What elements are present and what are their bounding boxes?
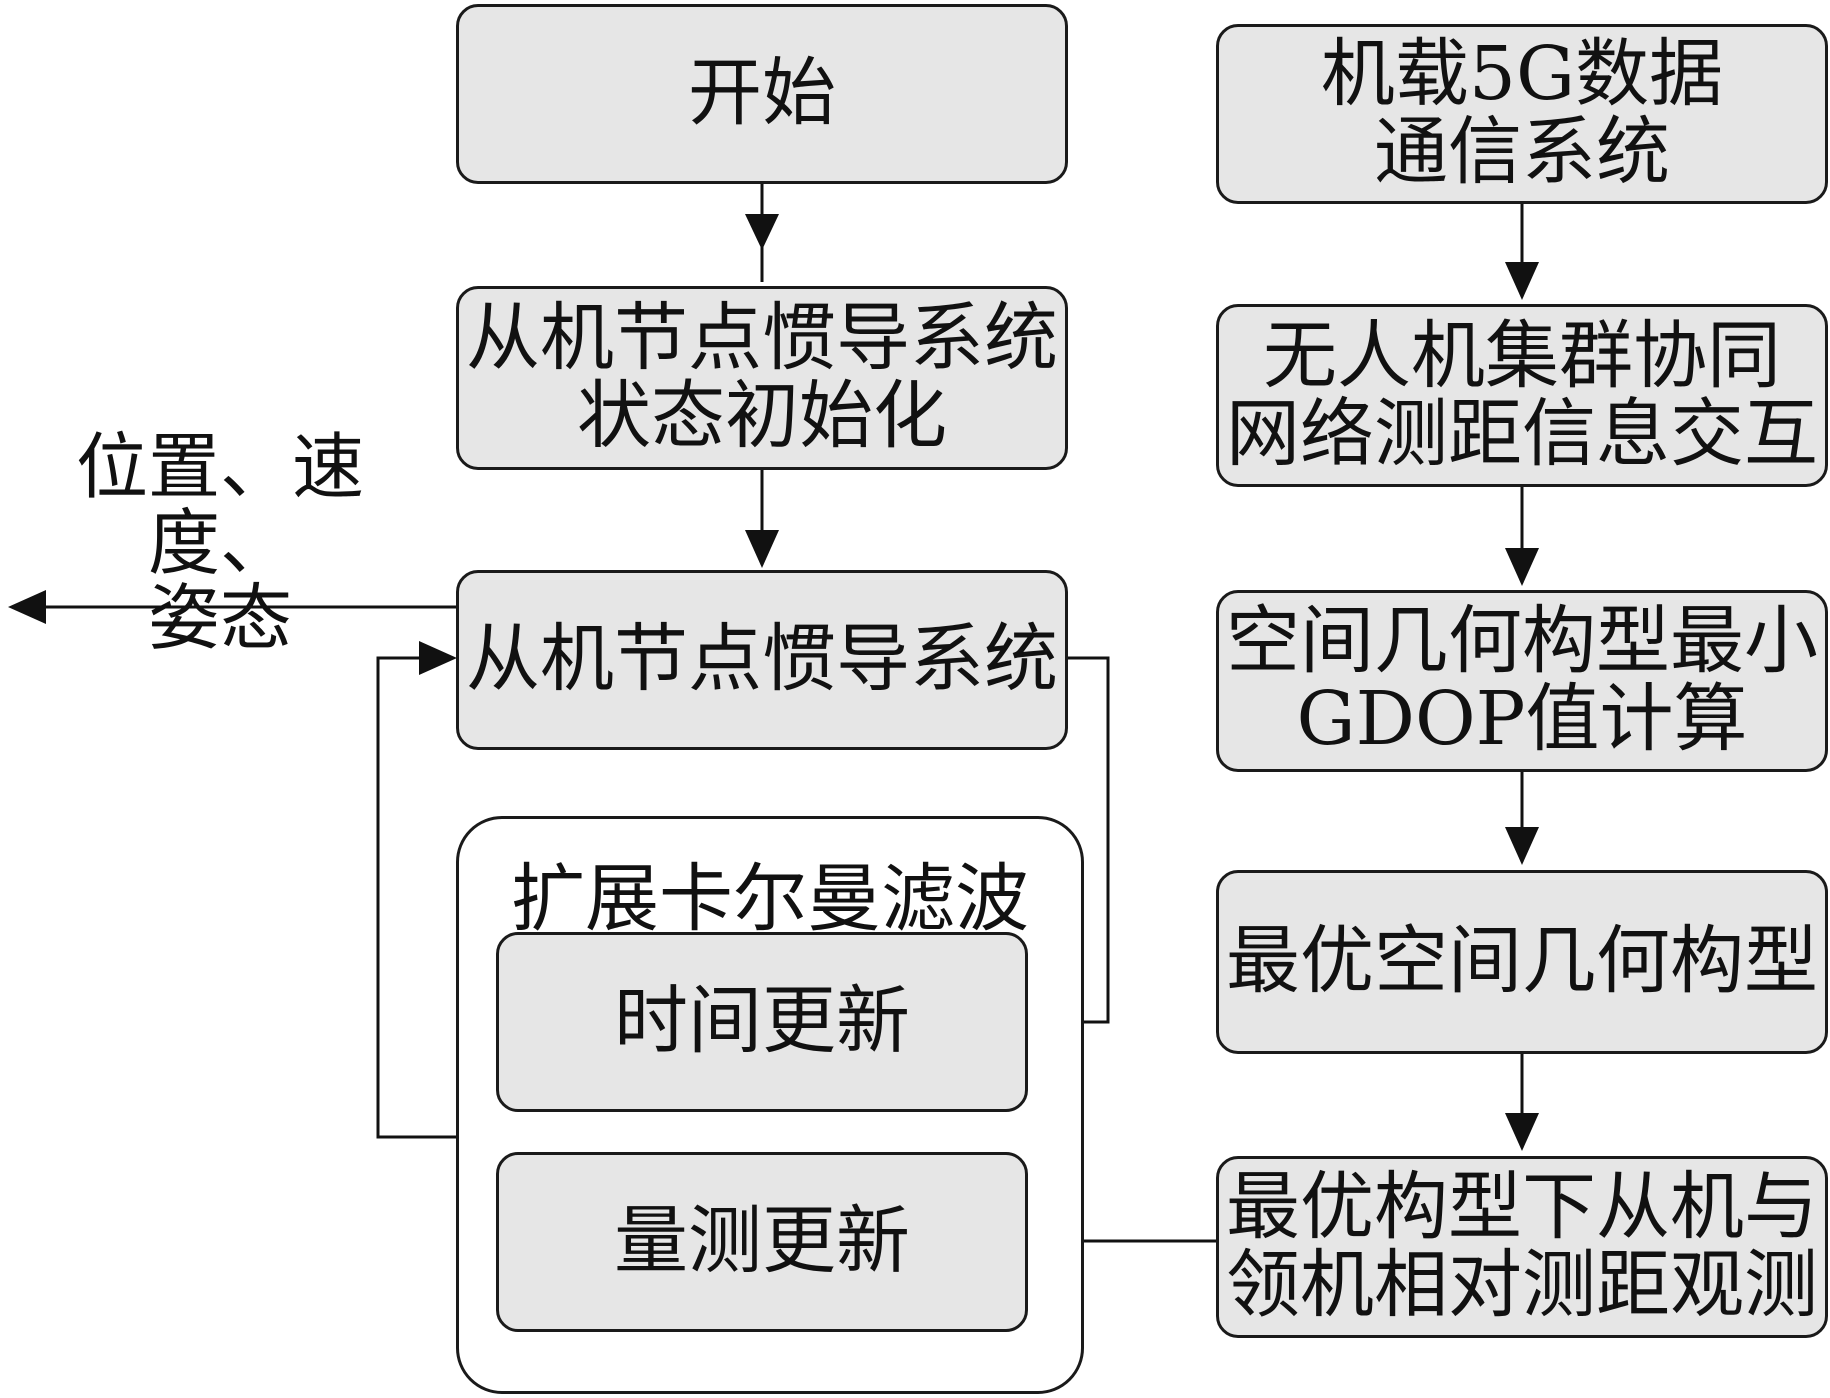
relative-ranging-label: 最优构型下从机与 领机相对测距观测 bbox=[1226, 1164, 1818, 1328]
ins-label: 从机节点惯导系统 bbox=[466, 616, 1058, 703]
start-label: 开始 bbox=[688, 50, 836, 137]
ins-init-node: 从机节点惯导系统 状态初始化 bbox=[456, 286, 1068, 470]
comm-system-node: 机载5G数据 通信系统 bbox=[1216, 24, 1828, 204]
range-exchange-label: 无人机集群协同 网络测距信息交互 bbox=[1226, 312, 1818, 477]
measurement-update-label: 量测更新 bbox=[614, 1198, 910, 1285]
ins-node: 从机节点惯导系统 bbox=[456, 570, 1068, 750]
ins-init-label: 从机节点惯导系统 状态初始化 bbox=[466, 295, 1058, 459]
range-exchange-node: 无人机集群协同 网络测距信息交互 bbox=[1216, 304, 1828, 487]
optimal-geometry-label: 最优空间几何构型 bbox=[1226, 918, 1818, 1005]
optimal-geometry-node: 最优空间几何构型 bbox=[1216, 870, 1828, 1054]
output-label: 位置、速度、 姿态 bbox=[75, 425, 364, 661]
arrow-ekf-to-ins bbox=[376, 656, 456, 1139]
arrow-ins-to-time-update bbox=[1060, 656, 1110, 1024]
measurement-update-node: 量测更新 bbox=[496, 1152, 1028, 1332]
time-update-node: 时间更新 bbox=[496, 932, 1028, 1112]
start-node: 开始 bbox=[456, 4, 1068, 184]
gdop-node: 空间几何构型最小 GDOP值计算 bbox=[1216, 590, 1828, 772]
time-update-label: 时间更新 bbox=[614, 978, 910, 1065]
gdop-label: 空间几何构型最小 GDOP值计算 bbox=[1226, 598, 1818, 762]
comm-system-label: 机载5G数据 通信系统 bbox=[1320, 31, 1724, 195]
ekf-title: 扩展卡尔曼滤波 bbox=[511, 856, 1029, 942]
relative-ranging-node: 最优构型下从机与 领机相对测距观测 bbox=[1216, 1156, 1828, 1338]
